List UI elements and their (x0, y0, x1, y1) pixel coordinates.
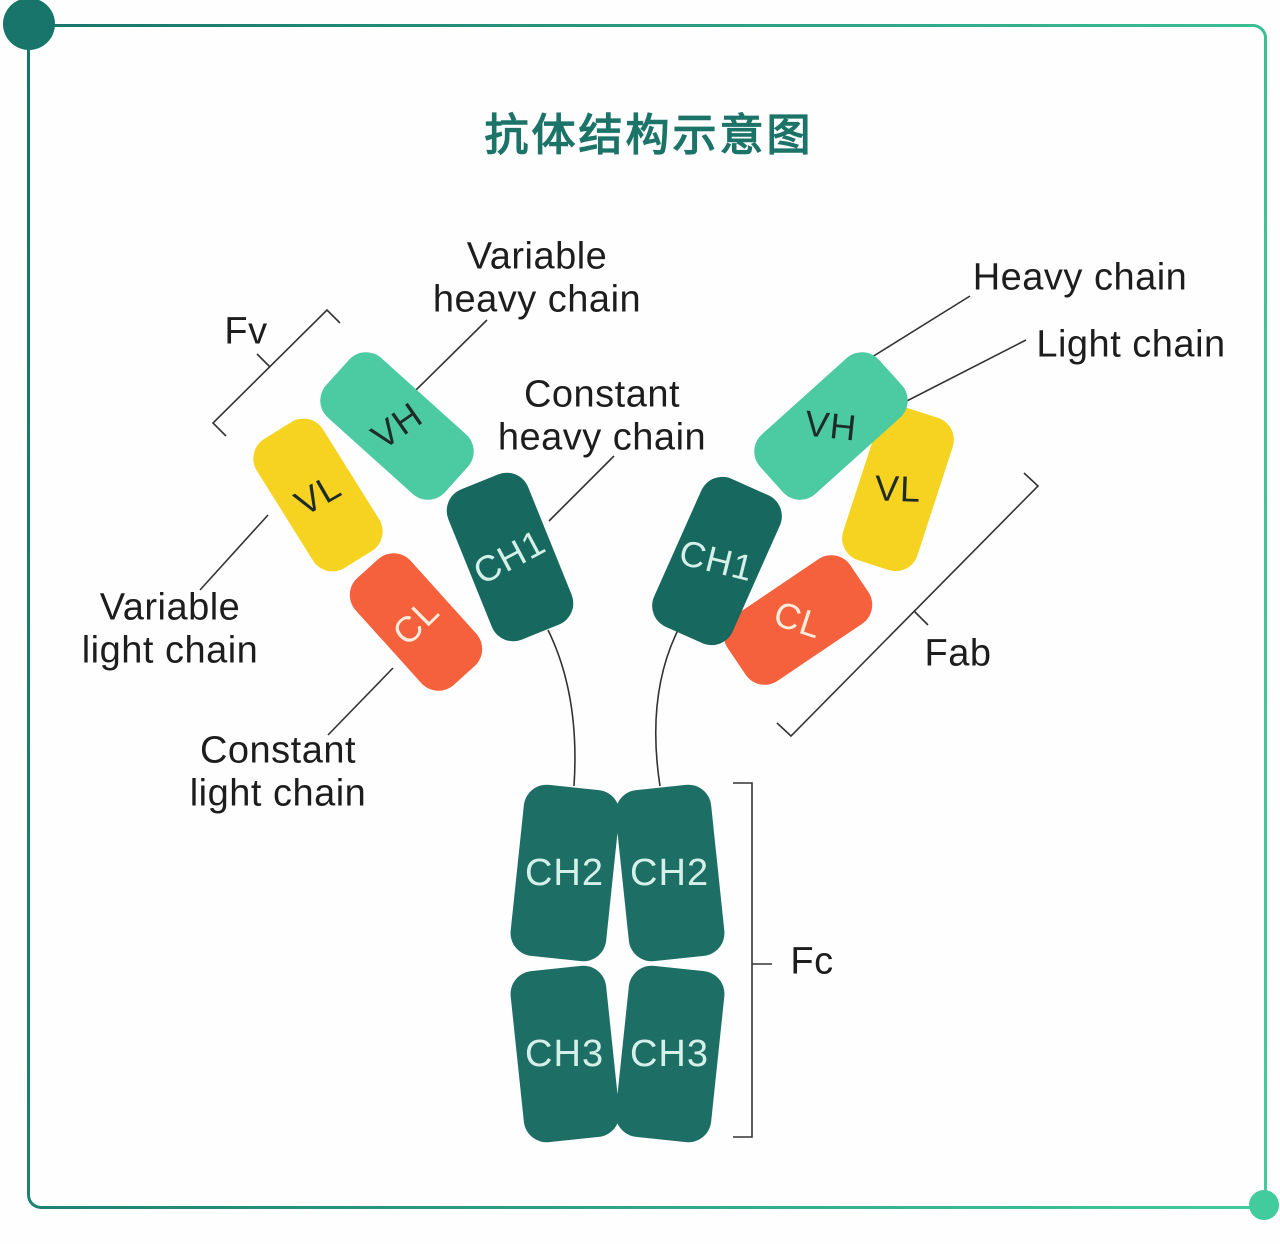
domain-cl-left-label: CL (384, 590, 448, 654)
hinge-line-right (654, 629, 679, 787)
pointer-light-chain (896, 339, 1027, 407)
domain-vh-right-label: VH (803, 402, 860, 449)
domain-ch2-right-label: CH2 (630, 851, 710, 894)
pointer-variable-light-chain (199, 514, 269, 591)
label-variable-heavy-chain: Variable heavy chain (432, 235, 642, 321)
label-fc: Fc (790, 940, 834, 983)
domain-ch3-left: CH3 (508, 963, 622, 1145)
domain-ch3-right-label: CH3 (630, 1032, 710, 1075)
label-constant-heavy-chain: Constant heavy chain (497, 373, 707, 459)
domain-ch3-right: CH3 (613, 963, 727, 1145)
corner-dot-top-left (3, 0, 55, 50)
domain-vh-left-label: VH (363, 393, 430, 458)
page-title: 抗体结构示意图 (484, 111, 814, 160)
pointer-variable-heavy-chain (415, 319, 488, 391)
fab-bracket (776, 472, 1040, 738)
pointer-constant-light-chain (327, 667, 394, 736)
gradient-frame-border (27, 24, 1267, 1209)
domain-ch1-right-label: CH1 (675, 531, 759, 590)
pointer-constant-heavy-chain (548, 455, 615, 522)
domain-ch1-left-label: CH1 (467, 520, 553, 593)
domain-ch2-right: CH2 (613, 782, 727, 964)
corner-dot-bottom-right (1249, 1190, 1279, 1220)
hinge-line-left (547, 629, 576, 787)
domain-vl-left-label: VL (287, 465, 348, 524)
domain-ch2-left-label: CH2 (525, 851, 605, 894)
label-fab: Fab (924, 632, 992, 675)
domain-cl-right-label: CL (768, 592, 828, 647)
fv-bracket (211, 308, 341, 437)
label-constant-light-chain: Constant light chain (189, 729, 367, 815)
label-heavy-chain: Heavy chain (972, 256, 1188, 299)
label-variable-light-chain: Variable light chain (81, 586, 259, 672)
fc-bracket (733, 782, 772, 1138)
domain-vl-right-label: VL (874, 467, 922, 510)
domain-ch2-left: CH2 (508, 782, 622, 964)
label-light-chain: Light chain (1036, 323, 1226, 366)
domain-ch3-left-label: CH3 (525, 1032, 605, 1075)
label-fv: Fv (224, 310, 268, 353)
